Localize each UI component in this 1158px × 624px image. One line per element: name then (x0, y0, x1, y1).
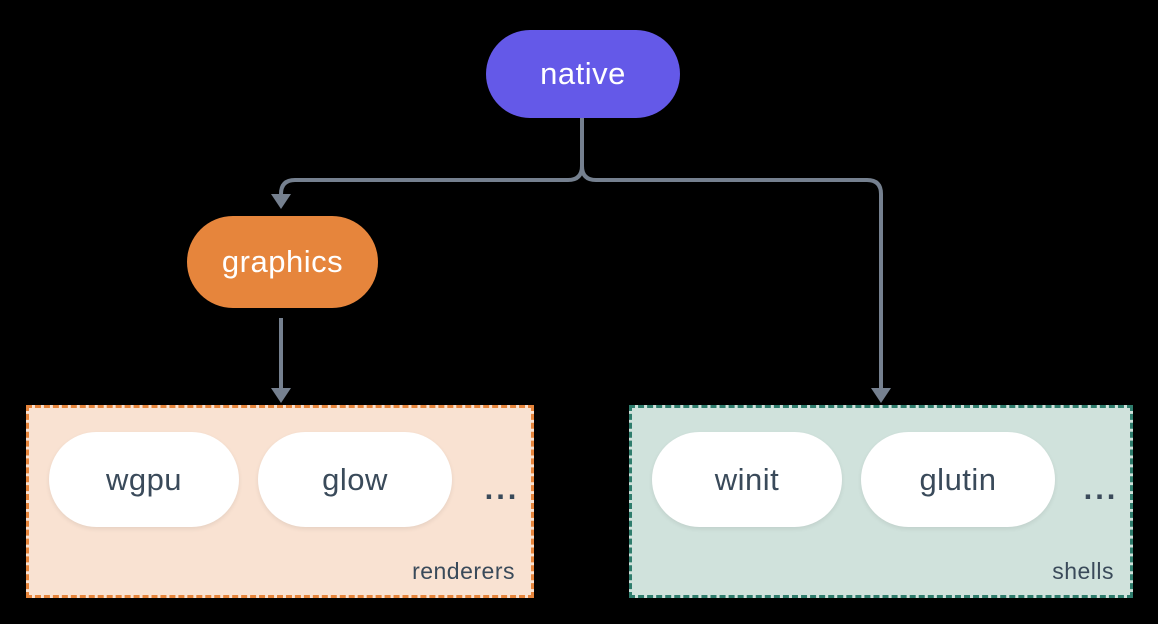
group-shells: winit glutin ... shells (629, 405, 1133, 598)
edge-native-graphics (279, 165, 584, 196)
node-glutin: glutin (861, 432, 1055, 527)
node-native-label: native (540, 56, 626, 91)
node-glow: glow (258, 432, 452, 527)
node-glow-label: glow (322, 461, 388, 497)
group-label-renderers: renderers (412, 558, 515, 584)
node-graphics: graphics (187, 216, 378, 308)
edge-native-shells (580, 165, 883, 390)
node-wgpu: wgpu (49, 432, 239, 527)
node-winit-label: winit (714, 461, 780, 497)
node-glutin-label: glutin (919, 461, 997, 497)
renderers-ellipsis: ... (484, 471, 520, 506)
shells-ellipsis: ... (1083, 471, 1119, 506)
node-winit: winit (652, 432, 842, 527)
group-label-shells: shells (1052, 558, 1114, 584)
node-native: native (486, 30, 680, 118)
node-wgpu-label: wgpu (105, 461, 183, 497)
group-renderers: wgpu glow ... renderers (26, 405, 534, 598)
arrowhead-graphics (271, 194, 291, 209)
arrowhead-shells (871, 388, 891, 403)
arrowhead-renderers (271, 388, 291, 403)
node-graphics-label: graphics (221, 244, 344, 279)
